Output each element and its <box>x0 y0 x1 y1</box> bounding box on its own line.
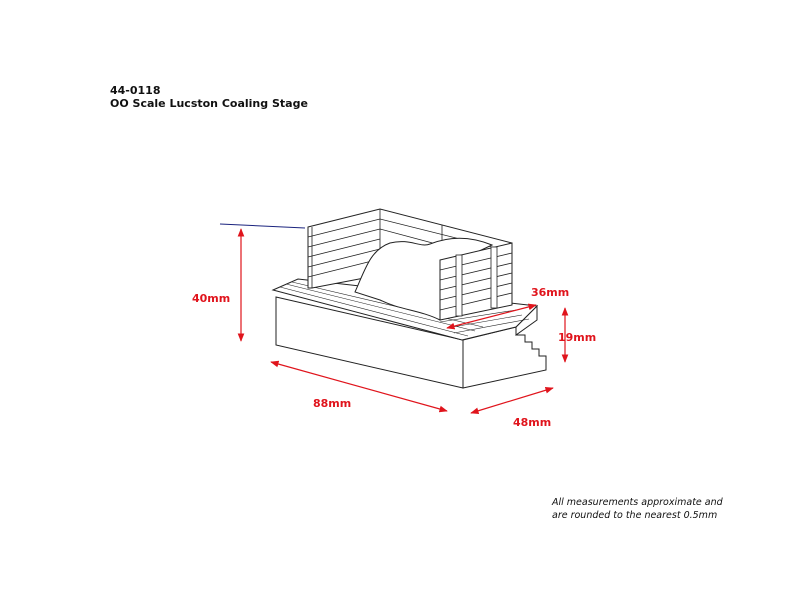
note-line-1: All measurements approximate and <box>552 497 723 508</box>
dimension-arrows <box>237 228 569 415</box>
model-outline <box>271 208 547 389</box>
note-line-2: are rounded to the nearest 0.5mm <box>552 510 718 521</box>
wall-post <box>455 254 463 317</box>
height-label: 40mm <box>192 292 231 305</box>
length-label: 88mm <box>313 397 352 410</box>
width-arrow <box>470 386 554 415</box>
leader-line <box>219 223 306 229</box>
platform-depth-label: 36mm <box>531 286 570 299</box>
width-label: 48mm <box>513 416 552 429</box>
wall-post <box>490 246 498 309</box>
platform-depth-arrow <box>446 303 537 330</box>
measurement-note: All measurements approximate and are rou… <box>552 496 723 522</box>
product-code: 44-0118 <box>110 84 161 97</box>
platform-height-label: 19mm <box>558 331 597 344</box>
product-name: OO Scale Lucston Coaling Stage <box>110 97 308 110</box>
length-arrow <box>270 360 448 413</box>
